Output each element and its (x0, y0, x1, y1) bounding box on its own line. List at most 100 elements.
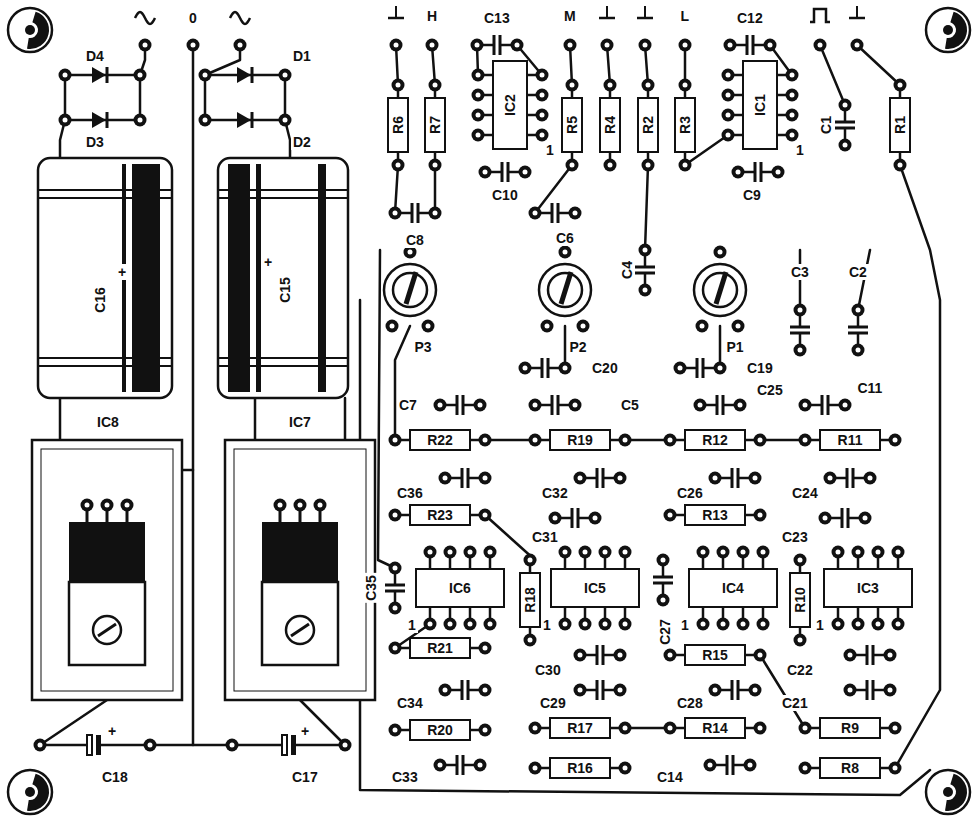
pad-hole (678, 366, 683, 371)
solder-pad (541, 320, 554, 333)
copper-trace (625, 439, 670, 442)
solder-pad (559, 546, 572, 559)
capacitor-plate (461, 680, 464, 700)
pad-hole (798, 638, 803, 643)
part-label: R1 (893, 116, 907, 134)
part-label: IC2 (503, 94, 517, 116)
capacitor-plate (847, 508, 850, 528)
capacitor-plate (547, 358, 550, 378)
capacitor-plate (385, 584, 405, 587)
terminal-label: 0 (187, 10, 199, 26)
solder-pad (199, 114, 212, 127)
pad-hole (661, 598, 666, 603)
pad-hole (768, 43, 773, 48)
resistor-body: R22 (409, 429, 471, 451)
solder-pad (479, 642, 492, 655)
solder-pad (566, 79, 579, 92)
pad-hole (603, 622, 608, 627)
pad-hole (741, 622, 746, 627)
solder-pad (786, 69, 799, 82)
part-label: IC3 (857, 581, 879, 595)
trimmer-body (539, 264, 591, 316)
resistor-body: R5 (561, 97, 583, 153)
polarity-mark: + (106, 723, 118, 739)
pad-hole (728, 43, 733, 48)
pad-hole (896, 622, 901, 627)
diode-symbol (237, 67, 251, 83)
can-band (38, 197, 172, 199)
pad-hole (143, 43, 148, 48)
solder-pad (794, 344, 807, 357)
resistor-body: R18 (519, 572, 541, 628)
can-band (38, 365, 172, 367)
solder-pad (479, 724, 492, 737)
capacitor-plate (499, 35, 502, 55)
capacitor-plate (456, 395, 459, 415)
copper-trace (760, 439, 805, 442)
capacitor-plate (835, 127, 855, 130)
solder-pad (434, 759, 447, 772)
pad-hole (433, 211, 438, 216)
solder-pad (757, 546, 770, 559)
solder-pad (717, 618, 730, 631)
solder-pad (529, 399, 542, 412)
solder-pad (474, 759, 487, 772)
pad-hole (605, 43, 610, 48)
part-label: C14 (655, 769, 685, 785)
terminal-label: M (562, 8, 578, 24)
regulator-tab (262, 522, 338, 582)
ground-symbol (849, 17, 865, 20)
pad-hole (573, 403, 578, 408)
pad-hole (393, 728, 398, 733)
mounting-hole (943, 787, 953, 797)
pad-hole (476, 113, 481, 118)
pad-hole (898, 83, 903, 88)
pad-hole (848, 688, 853, 693)
resistor-body: R13 (684, 504, 746, 526)
pad-hole (540, 93, 545, 98)
ground-symbol (637, 17, 653, 20)
elco-plate (291, 735, 296, 755)
pad-hole (736, 324, 741, 329)
pad-hole (623, 622, 628, 627)
pad-hole (545, 324, 550, 329)
solder-pad (839, 99, 852, 112)
resistor-body: R11 (819, 429, 881, 451)
pad-hole (476, 133, 481, 138)
solder-pad (754, 434, 767, 447)
screw (93, 616, 121, 644)
pad-hole (888, 653, 893, 658)
solder-pad (472, 89, 485, 102)
pad-hole (488, 622, 493, 627)
pad-hole (563, 622, 568, 627)
solder-pad (892, 546, 905, 559)
solder-pad (464, 618, 477, 631)
solder-pad (724, 39, 737, 52)
elco-plate (282, 735, 287, 755)
pad-hole (393, 438, 398, 443)
pad-hole (758, 726, 763, 731)
diode-bar (106, 67, 109, 83)
resistor-body: R10 (789, 572, 811, 628)
solder-pad (799, 399, 812, 412)
part-label: C26 (675, 485, 705, 501)
diode-bar (251, 67, 254, 83)
pad-hole (790, 133, 795, 138)
pad-hole (540, 113, 545, 118)
solder-pad (714, 246, 727, 259)
part-label: C5 (619, 397, 641, 413)
pad-hole (848, 653, 853, 658)
trimmer-knob (703, 273, 737, 307)
solder-pad (429, 79, 442, 92)
solder-pad (722, 89, 735, 102)
pad-hole (798, 348, 803, 353)
capacitor-plate (722, 395, 725, 415)
part-label: C3 (789, 264, 811, 280)
capacitor-plate (507, 162, 510, 182)
pad-hole (283, 118, 288, 123)
pad-hole (394, 43, 399, 48)
solder-pad (559, 362, 572, 375)
capacitor-plate (841, 508, 844, 528)
solder-pad (786, 109, 799, 122)
part-label: R17 (567, 721, 593, 735)
